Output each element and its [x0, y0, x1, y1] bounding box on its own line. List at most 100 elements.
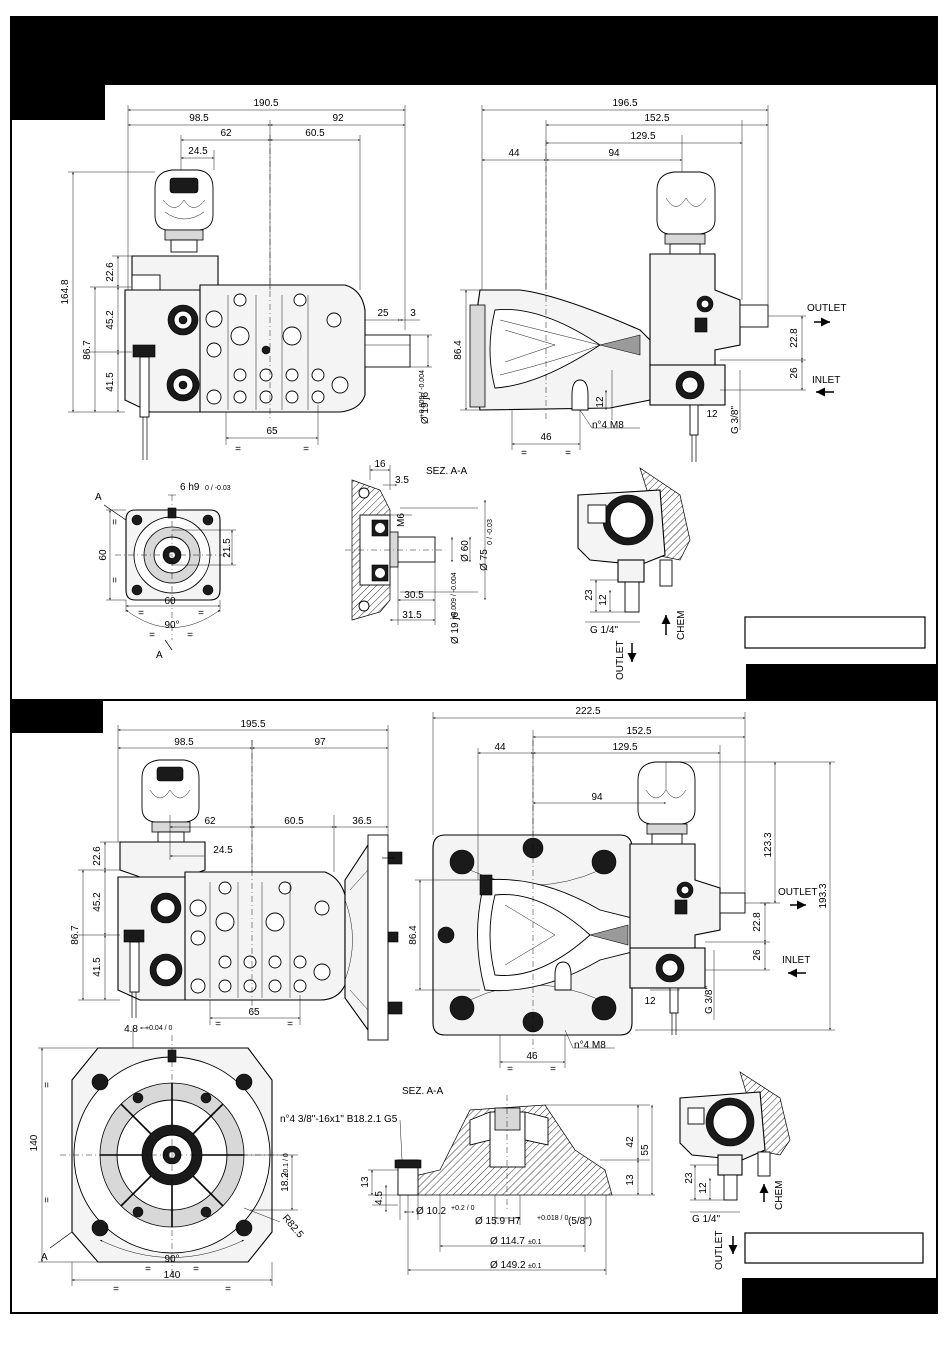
s2-outlet-label: OUTLET — [778, 887, 817, 898]
s2-sec-42: 42 — [625, 1136, 636, 1148]
s2-flange-r82-5: R82.5 — [280, 1213, 306, 1241]
s1-valve-chem: CHEM — [676, 611, 687, 640]
s1-side-view-pump — [469, 171, 769, 462]
s2-flange-140h: 140 — [164, 1270, 181, 1281]
s2-valve-outlet: OUTLET — [714, 1231, 725, 1270]
s2-side-view-pump — [432, 761, 746, 1036]
s2-sec-13a: 13 — [360, 1176, 371, 1188]
s1-eq-mark: = — [110, 577, 121, 583]
s2-flange-18-2-tol: +0.1 / 0 — [283, 1153, 290, 1177]
s1-section-aa: SEZ. A-A 16 3.5 M6 Ø 60 Ø 75 0 / -0.03 3… — [345, 459, 494, 644]
s2-dim-36-5: 36.5 — [352, 816, 372, 827]
s2-side-152-5: 152.5 — [626, 726, 651, 737]
s1-sec-a-top: A — [95, 492, 102, 503]
s1-side-152-5: 152.5 — [644, 113, 669, 124]
s2-top-view-dims: 195.5 98.5 97 62 60.5 36.5 24.5 65 = = 2… — [70, 719, 389, 1030]
s2-eq-mark: = — [113, 1284, 119, 1295]
s1-eq-mark: = — [565, 448, 571, 459]
s1-valve-23: 23 — [584, 589, 595, 601]
s2-valve-12: 12 — [698, 1182, 709, 1194]
s2-sec-d149-2: Ø 149.2 — [490, 1260, 526, 1271]
s1-side-22-8: 22.8 — [789, 328, 800, 348]
s1-eq-mark: = — [235, 444, 241, 455]
s1-inlet-label: INLET — [812, 375, 840, 386]
s2-side-44: 44 — [494, 742, 506, 753]
s1-sec-d75-tol: 0 / -0.03 — [487, 519, 494, 545]
s2-eq-mark: = — [145, 1264, 151, 1275]
s2-top-view-pump — [117, 759, 403, 1041]
s1-side-44: 44 — [508, 148, 520, 159]
s1-sec-16: 16 — [374, 459, 386, 470]
s2-inlet-label: INLET — [782, 955, 810, 966]
s2-flange-4-8: 4.8 — [124, 1024, 138, 1035]
s1-eq-mark: = — [521, 448, 527, 459]
s2-g14: G 1/4" — [692, 1214, 720, 1225]
s2-dim-overall: 195.5 — [240, 719, 265, 730]
s1-side-94: 94 — [608, 148, 620, 159]
s2-thread-g38: G 3/8" — [704, 986, 715, 1014]
s1-eq-mark: = — [138, 608, 144, 619]
s1-eq-mark: = — [149, 630, 155, 641]
s2-side-129-5: 129.5 — [612, 742, 637, 753]
s2-side-22-8: 22.8 — [752, 912, 763, 932]
s1-sec-31-5: 31.5 — [402, 610, 422, 621]
s2-sec-a-bottom: A — [41, 1252, 48, 1263]
s1-flange-60h: 60 — [164, 596, 176, 607]
s2-side-overall: 222.5 — [575, 706, 600, 717]
s1-eq-mark: = — [303, 444, 309, 455]
s2-dim-45-2: 45.2 — [92, 892, 103, 912]
s1-g14: G 1/4" — [590, 625, 618, 636]
s2-sec-thread: n°4 3/8"-16x1" B18.2.1 G5 — [280, 1114, 398, 1125]
s1-side-overall: 196.5 — [612, 98, 637, 109]
s1-outlet-label: OUTLET — [807, 303, 846, 314]
s1-sec-shaft-tol: +0.009 / -0.004 — [451, 572, 458, 619]
sheet-frame — [10, 16, 938, 1314]
s1-dim-3: 3 — [410, 308, 416, 319]
s1-top-view-pump — [124, 169, 411, 460]
section-2-code-box — [744, 1232, 924, 1264]
s1-bolt-label: n°4 M8 — [592, 420, 624, 431]
s2-sec-55: 55 — [640, 1144, 651, 1156]
s1-side-129-5: 129.5 — [630, 131, 655, 142]
s2-sec-d15-9: Ø 15.9 H7 — [475, 1216, 521, 1227]
s1-dim-45-2: 45.2 — [105, 310, 116, 330]
s2-side-193-3: 193.3 — [818, 883, 829, 908]
s1-valve-12: 12 — [598, 594, 609, 606]
s2-dim-24-5: 24.5 — [213, 845, 233, 856]
header-band — [11, 17, 937, 85]
s1-valve-end-view: 23 12 G 1/4" OUTLET CHEM — [577, 467, 691, 680]
s1-dim-22-6: 22.6 — [105, 262, 116, 282]
s1-sec-d60: Ø 60 — [460, 540, 471, 562]
s2-side-view-dims: 222.5 152.5 129.5 44 94 86.4 123.3 193.3… — [408, 706, 835, 1075]
s1-sec-d75: Ø 75 — [479, 549, 490, 571]
s2-flange-18-2: 18.2 — [280, 1172, 291, 1192]
s1-shaft-dia: Ø 19 j6 — [420, 391, 431, 424]
s2-eq-mark: = — [193, 1264, 199, 1275]
s2-dim-65: 65 — [248, 1007, 260, 1018]
s2-flange-front: 4.8 +0.04 / 0 140 = = 18.2 +0.1 / 0 R82.… — [29, 1024, 306, 1295]
s2-dim-86-7: 86.7 — [70, 925, 81, 945]
s2-eq-mark: = — [225, 1284, 231, 1295]
s2-dim-22-6: 22.6 — [92, 846, 103, 866]
s2-dim-62: 62 — [204, 816, 216, 827]
s2-valve-23: 23 — [684, 1172, 695, 1184]
s2-sec-d15-9-inch: (5/8") — [568, 1216, 592, 1227]
section-1-tab — [11, 85, 105, 120]
s2-eq-mark: = — [215, 1019, 221, 1030]
s1-thread-g38: G 3/8" — [730, 406, 741, 434]
s2-sec-d15-9-tol: +0.018 / 0 — [537, 1215, 568, 1222]
s2-eq-mark: = — [507, 1064, 513, 1075]
s2-dim-60-5: 60.5 — [284, 816, 304, 827]
section-2-footer-band — [742, 1278, 937, 1313]
s2-side-12: 12 — [644, 996, 656, 1007]
s1-dim-overall: 190.5 — [253, 98, 278, 109]
s1-dim-25: 25 — [377, 308, 389, 319]
s1-eq-mark: = — [198, 608, 204, 619]
s2-eq-mark: = — [42, 1082, 53, 1088]
s2-dim-41-5: 41.5 — [92, 957, 103, 977]
s1-dim-164-8: 164.8 — [60, 279, 71, 304]
s2-section-title: SEZ. A-A — [402, 1086, 443, 1097]
s2-eq-mark: = — [287, 1019, 293, 1030]
s2-flange-4-8-tol: +0.04 / 0 — [145, 1025, 173, 1032]
